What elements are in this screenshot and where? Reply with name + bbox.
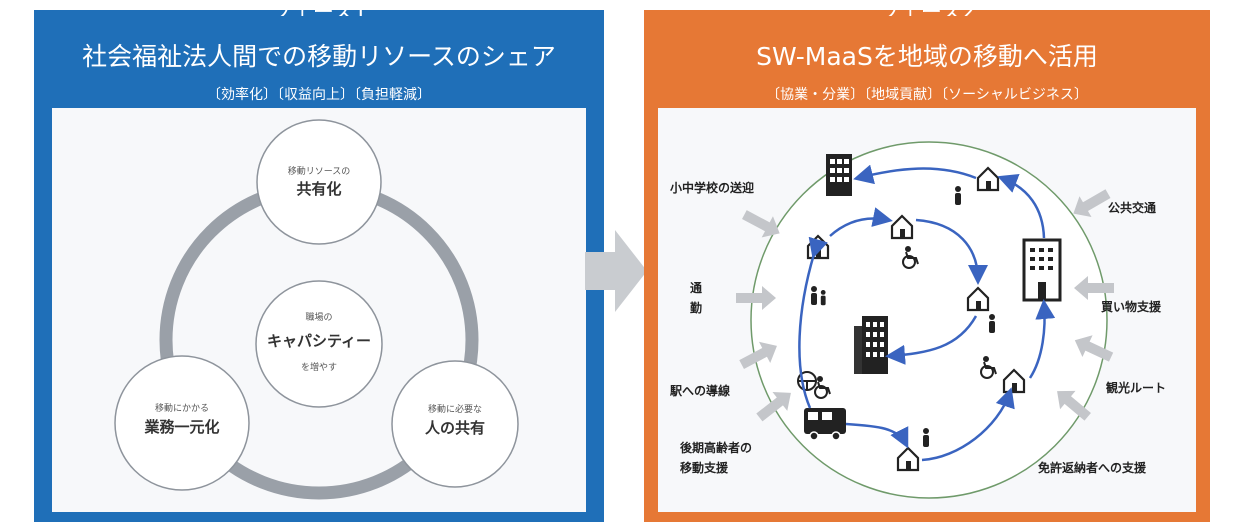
- label-elderly-1: 後期高齢者の: [680, 440, 752, 455]
- van-icon: [804, 408, 846, 441]
- center-line1: 職場の: [305, 311, 332, 323]
- wheelchair-icon: [814, 376, 831, 399]
- school-building-icon: [826, 154, 852, 196]
- phase1-label: フェーズ1: [270, 0, 368, 16]
- route-lines: [798, 164, 1056, 462]
- label-school: 小中学校の送迎: [670, 180, 754, 195]
- phase2-diagram: 小中学校の送迎 通 勤 駅への導線 後期高齢者の 移動支援 公共交通 買い物支援…: [658, 108, 1196, 512]
- shopping-building-icon: [1022, 238, 1062, 302]
- label-license-return: 免許返納者への支援: [1038, 460, 1147, 475]
- label-commute-2: 勤: [690, 300, 702, 315]
- phase1-title: 社会福祉法人間での移動リソースのシェア: [82, 42, 556, 71]
- wheelchair-icon: [980, 356, 997, 379]
- circle-left-small: 移動にかかる: [155, 402, 209, 414]
- circle-top-small: 移動リソースの: [288, 165, 351, 177]
- phase2-title: SW-MaaSを地域の移動へ活用: [756, 42, 1098, 71]
- label-elderly-2: 移動支援: [680, 460, 729, 475]
- person-icon: [820, 290, 826, 306]
- person-icon: [989, 314, 995, 333]
- phase1-diagram: 移動リソースの 共有化 職場の キャパシティー を増やす 移動にかかる 業務一元…: [52, 108, 586, 512]
- circle-shared-resources: 移動リソースの 共有化: [256, 119, 382, 245]
- wheelchair-icon: [902, 246, 919, 269]
- circle-capacity: 職場の キャパシティー を増やす: [255, 280, 383, 408]
- circle-top-big: 共有化: [296, 180, 341, 198]
- phase2-subtitle: 〔協業・分業〕〔地域貢献〕〔ソーシャルビジネス〕: [766, 87, 1088, 103]
- phase2-mobility-map: 小中学校の送迎 通 勤 駅への導線 後期高齢者の 移動支援 公共交通 買い物支援…: [669, 141, 1166, 499]
- person-icon: [811, 286, 817, 305]
- phase2-panel: フェーズ2 SW-MaaSを地域の移動へ活用 〔協業・分業〕〔地域貢献〕〔ソーシ…: [644, 0, 1210, 522]
- label-commute-1: 通: [690, 280, 702, 295]
- person-icon: [923, 428, 929, 447]
- label-shopping: 買い物支援: [1101, 299, 1162, 314]
- office-building-icon: [854, 316, 888, 374]
- label-public-transport: 公共交通: [1108, 200, 1156, 215]
- label-tourism: 観光ルート: [1106, 380, 1166, 395]
- center-line3: を増やす: [301, 361, 337, 373]
- circle-right-small: 移動に必要な: [428, 403, 482, 415]
- phase1-cycle-diagram: 移動リソースの 共有化 職場の キャパシティー を増やす 移動にかかる 業務一元…: [114, 119, 519, 500]
- circle-shared-people: 移動に必要な 人の共有: [391, 360, 519, 488]
- center-line2: キャパシティー: [267, 332, 371, 350]
- label-station: 駅への導線: [669, 383, 730, 398]
- circle-unified-operations: 移動にかかる 業務一元化: [114, 355, 250, 491]
- phase1-subtitle: 〔効率化〕〔収益向上〕〔負担軽減〕: [207, 87, 431, 103]
- phase1-panel: フェーズ1 社会福祉法人間での移動リソースのシェア 〔効率化〕〔収益向上〕〔負担…: [34, 0, 604, 522]
- phase2-label: フェーズ2: [878, 0, 976, 16]
- circle-left-big: 業務一元化: [143, 418, 219, 436]
- person-icon: [955, 186, 961, 205]
- phase-transition-arrow-icon: [585, 230, 647, 312]
- circle-right-big: 人の共有: [425, 419, 485, 437]
